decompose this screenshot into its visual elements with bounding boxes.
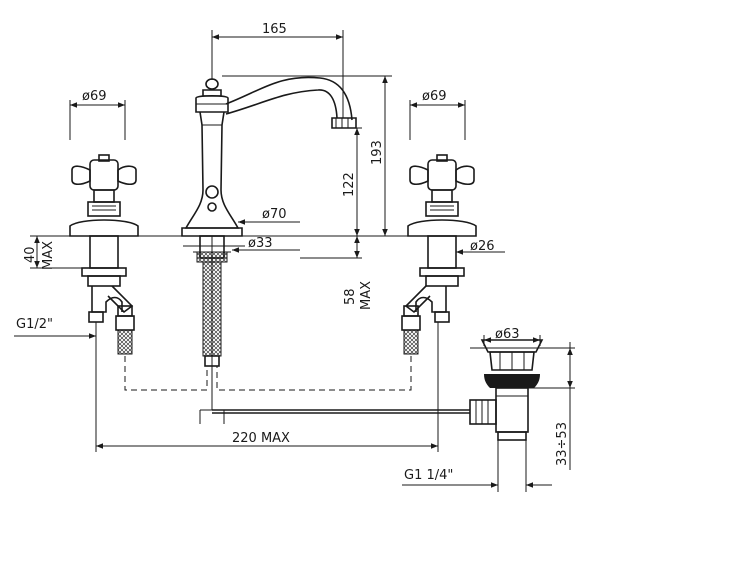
label-deck-thickness-max: MAX <box>41 241 56 270</box>
label-base-diameter: ø70 <box>262 207 287 222</box>
waste-assembly <box>469 339 555 441</box>
label-spout-height: 122 <box>342 172 357 197</box>
label-centre-distance: 220 MAX <box>232 431 290 446</box>
label-spout-reach: 165 <box>262 22 287 37</box>
label-handle-diameter-right: ø69 <box>422 89 447 104</box>
label-total-height: 193 <box>370 140 385 165</box>
label-handle-diameter-left: ø69 <box>82 89 107 104</box>
spout-shank <box>193 235 231 410</box>
label-waste-thread: G1 1/4" <box>404 468 453 483</box>
label-under-deck-max: MAX <box>359 281 374 310</box>
hose-left <box>124 356 208 391</box>
spout-body <box>181 76 357 237</box>
hose-right <box>216 356 412 391</box>
label-under-deck-length: 58 <box>343 288 358 305</box>
right-valve <box>401 154 477 355</box>
label-deck-thickness: 40 <box>23 246 38 263</box>
label-waste-range: 33÷53 <box>555 422 570 466</box>
label-valve-diameter: ø26 <box>470 239 495 254</box>
popup-rod <box>199 409 470 424</box>
label-inlet-thread: G1/2" <box>16 317 53 332</box>
label-waste-diameter: ø63 <box>495 327 520 342</box>
label-hole-diameter: ø33 <box>248 236 273 251</box>
left-valve <box>69 154 139 355</box>
